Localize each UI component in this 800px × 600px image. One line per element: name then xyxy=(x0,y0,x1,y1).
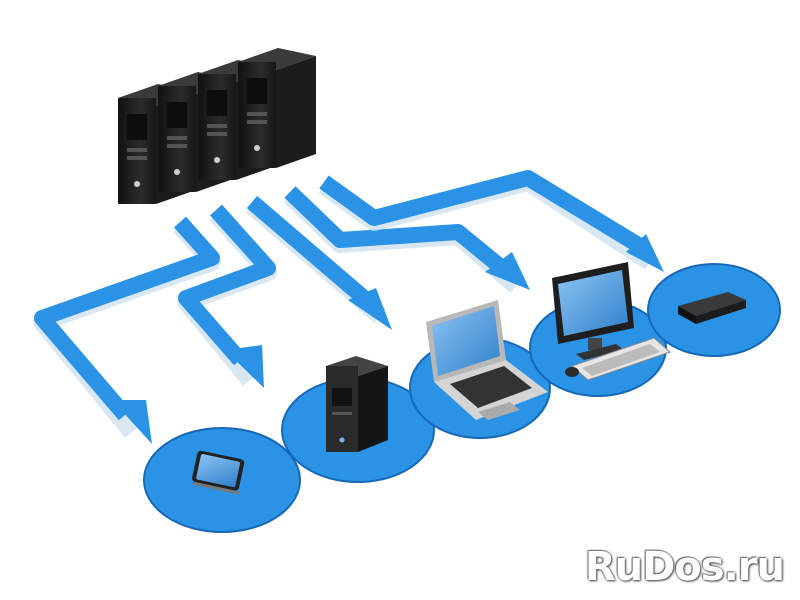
arrow-to-tower-server xyxy=(177,204,277,388)
arrow-to-smartphone xyxy=(33,216,221,444)
arrow-to-desktop-computer xyxy=(283,186,530,293)
laptop-icon xyxy=(426,300,548,420)
smartphone-icon xyxy=(192,450,245,495)
arrow-to-laptop xyxy=(246,195,392,330)
desktop-computer-icon xyxy=(552,262,671,381)
arrow-to-set-top-box xyxy=(318,170,664,272)
watermark-text: RuDos.ru xyxy=(584,544,785,590)
server-rack-icon xyxy=(118,48,316,204)
tower-server-icon xyxy=(326,356,388,452)
set-top-box-icon xyxy=(678,292,746,324)
